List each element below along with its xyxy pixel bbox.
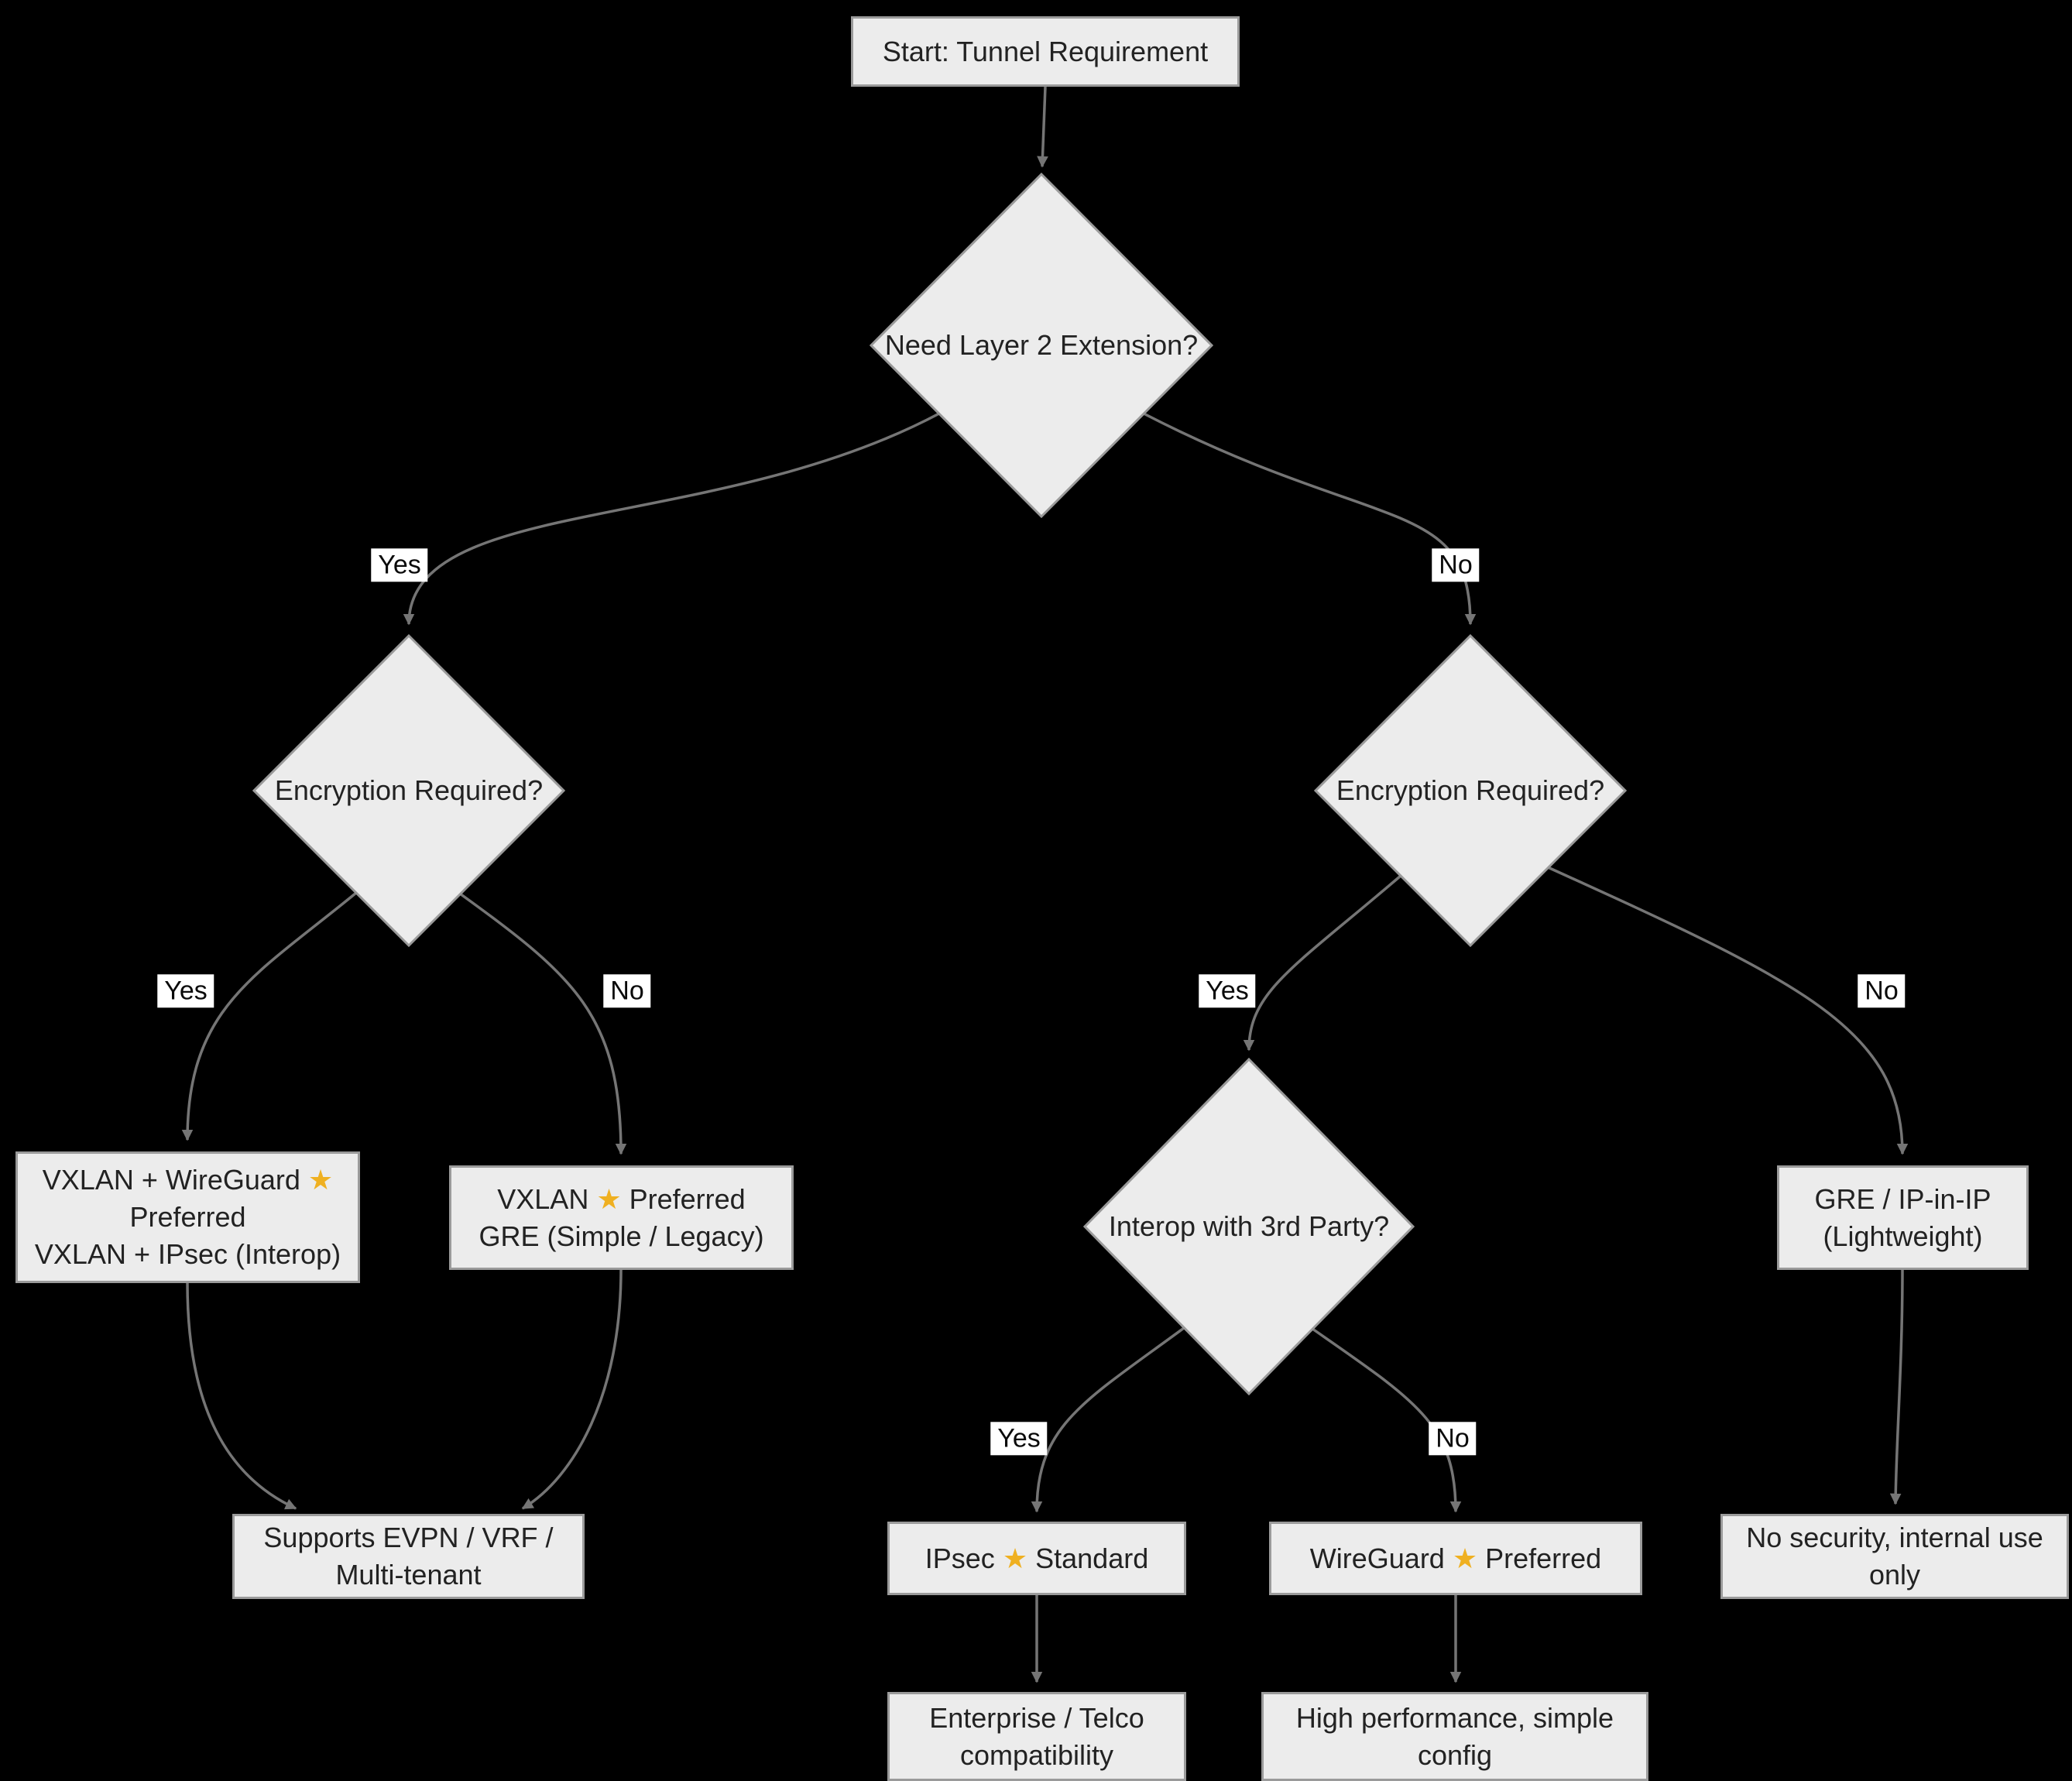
node-ipsec-standard: IPsec ★ Standard	[887, 1522, 1186, 1595]
node-vxlan-wireguard-line2: Preferred	[129, 1201, 246, 1234]
edge-label-no: No	[1432, 548, 1480, 582]
node-vxlan-wireguard: VXLAN + WireGuard ★ Preferred VXLAN + IP…	[15, 1151, 360, 1283]
node-no-security: No security, internal use only	[1720, 1514, 2069, 1599]
decision-need-l2-label: Need Layer 2 Extension?	[884, 329, 1199, 361]
node-wireguard-preferred: WireGuard ★ Preferred	[1269, 1522, 1642, 1595]
node-vxlan-preferred-line2: GRE (Simple / Legacy)	[479, 1220, 764, 1252]
edge-start-to-need-l2	[1037, 86, 1048, 168]
decision-need-l2-diamond	[869, 172, 1214, 519]
star-icon: ★	[596, 1182, 622, 1215]
star-icon: ★	[1002, 1542, 1028, 1574]
decision-interop-diamond	[1082, 1057, 1415, 1396]
edge-gre-to-nosecurity	[1889, 1269, 1904, 1505]
decision-enc-l2-label: Encryption Required?	[274, 774, 544, 806]
node-vxlan-preferred-pre: VXLAN	[497, 1182, 589, 1215]
edge-vxlan-wg-to-evpn	[186, 1282, 297, 1510]
edge-vxlan-pref-to-evpn	[521, 1269, 623, 1510]
node-vxlan-preferred-line1: VXLAN ★ Preferred	[497, 1181, 745, 1218]
node-high-performance: High performance, simple config	[1261, 1692, 1648, 1781]
node-high-performance-label: High performance, simple config	[1295, 1701, 1614, 1771]
node-vxlan-wireguard-text: VXLAN + WireGuard	[42, 1164, 300, 1196]
edge-label-yes: Yes	[990, 1422, 1048, 1456]
decision-enc-l3-label: Encryption Required?	[1336, 774, 1605, 806]
node-vxlan-wireguard-line1: VXLAN + WireGuard ★	[43, 1162, 333, 1199]
star-icon: ★	[1452, 1542, 1478, 1574]
node-gre-ipinip: GRE / IP-in-IP (Lightweight)	[1777, 1165, 2029, 1270]
node-wireguard-preferred-line: WireGuard ★ Preferred	[1310, 1540, 1601, 1577]
node-start-label: Start: Tunnel Requirement	[882, 35, 1209, 67]
edge-interop-yes	[1031, 1326, 1185, 1513]
edge-label-yes: Yes	[1199, 974, 1256, 1008]
edge-label-yes: Yes	[157, 974, 214, 1008]
node-evpn-label: Supports EVPN / VRF / Multi-tenant	[263, 1522, 554, 1591]
node-vxlan-wireguard-line3: VXLAN + IPsec (Interop)	[34, 1237, 341, 1270]
decision-enc-l2-diamond	[252, 633, 566, 948]
decision-enc-l3-diamond	[1313, 633, 1628, 948]
edge-label-no: No	[1858, 974, 1906, 1008]
node-no-security-label: No security, internal use only	[1746, 1522, 2043, 1591]
edge-enc-l3-no	[1547, 866, 1909, 1155]
edge-label-yes: Yes	[371, 548, 428, 582]
node-ipsec-standard-line: IPsec ★ Standard	[925, 1540, 1148, 1577]
edge-label-no: No	[603, 974, 651, 1008]
edge-enc-l2-yes	[181, 891, 358, 1141]
node-enterprise-telco: Enterprise / Telco compatibility	[887, 1692, 1186, 1781]
node-enterprise-telco-label: Enterprise / Telco compatibility	[929, 1701, 1144, 1771]
edge-interop-no	[1312, 1327, 1462, 1513]
node-ipsec-pre: IPsec	[925, 1542, 995, 1574]
node-ipsec-post: Standard	[1035, 1542, 1149, 1574]
edge-label-no: No	[1429, 1422, 1477, 1456]
decision-interop-label: Interop with 3rd Party?	[1108, 1210, 1390, 1242]
edge-enc-l3-yes	[1243, 874, 1402, 1052]
star-icon: ★	[307, 1164, 334, 1196]
node-wireguard-post: Preferred	[1485, 1542, 1602, 1574]
node-wireguard-pre: WireGuard	[1309, 1542, 1445, 1574]
node-gre-ipinip-label: GRE / IP-in-IP (Lightweight)	[1814, 1182, 1991, 1252]
node-start: Start: Tunnel Requirement	[851, 16, 1240, 87]
edge-enc-l2-no	[458, 892, 627, 1155]
node-evpn: Supports EVPN / VRF / Multi-tenant	[232, 1514, 585, 1599]
node-vxlan-preferred: VXLAN ★ Preferred GRE (Simple / Legacy)	[449, 1165, 794, 1270]
node-vxlan-preferred-post: Preferred	[629, 1182, 746, 1215]
edge-need-l2-no	[1143, 412, 1477, 626]
edge-need-l2-yes	[403, 412, 940, 626]
